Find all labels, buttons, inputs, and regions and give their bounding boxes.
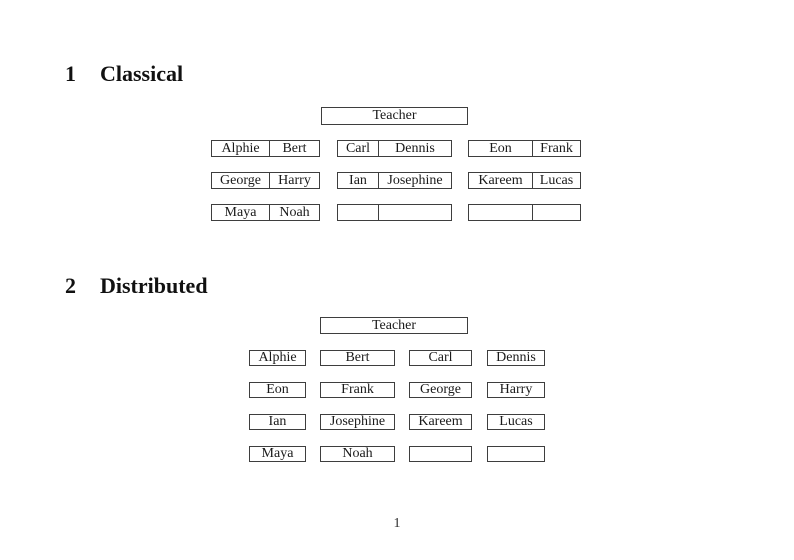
desk-cell: Kareem (478, 172, 523, 188)
desk-cell: Lucas (532, 173, 580, 188)
section-heading-distributed: 2 Distributed (65, 274, 208, 298)
classical-desk-r3-g2 (337, 204, 452, 221)
section-title: Classical (100, 61, 184, 86)
distributed-desk-r2-c3: George (409, 382, 472, 398)
desk-cell: Dennis (378, 141, 451, 156)
distributed-desk-r3-c4: Lucas (487, 414, 545, 430)
distributed-desk-r2-c4: Harry (487, 382, 545, 398)
desk-cell: Alphie (221, 140, 260, 156)
distributed-desk-r1-c3: Carl (409, 350, 472, 366)
desk-cell: Alphie (258, 350, 297, 365)
desk-cell: Harry (269, 173, 319, 188)
desk-cell (532, 205, 580, 220)
distributed-desk-r1-c2: Bert (320, 350, 395, 366)
distributed-desk-r2-c2: Frank (320, 382, 395, 398)
desk-cell: Frank (341, 382, 374, 397)
distributed-desk-r2-c1: Eon (249, 382, 306, 398)
page-number: 1 (393, 516, 401, 531)
distributed-desk-r3-c1: Ian (249, 414, 306, 430)
desk-cell: Harry (499, 382, 533, 397)
distributed-teacher-box: Teacher (320, 317, 468, 334)
distributed-desk-r1-c4: Dennis (487, 350, 545, 366)
distributed-desk-r3-c2: Josephine (320, 414, 395, 430)
distributed-desk-r4-c2: Noah (320, 446, 395, 462)
desk-cell: Ian (268, 414, 287, 429)
section-heading-classical: 1 Classical (65, 62, 183, 86)
classical-desk-r1-g1: Alphie Bert (211, 140, 320, 157)
classical-desk-r1-g2: Carl Dennis (337, 140, 452, 157)
section-number: 1 (65, 61, 76, 86)
desk-cell: Noah (342, 446, 373, 461)
classical-desk-r2-g3: Kareem Lucas (468, 172, 581, 189)
desk-cell (469, 205, 532, 220)
desk-cell: Eon (489, 140, 512, 156)
desk-cell: Lucas (499, 414, 533, 429)
desk-cell: George (220, 172, 261, 188)
distributed-desk-r4-c4 (487, 446, 545, 462)
distributed-desk-r4-c3 (409, 446, 472, 462)
desk-cell: George (420, 382, 461, 397)
desk-cell: Eon (266, 382, 289, 397)
desk-cell: Bert (345, 350, 370, 365)
distributed-desk-r3-c3: Kareem (409, 414, 472, 430)
teacher-label: Teacher (371, 317, 417, 333)
classical-teacher-box: Teacher (321, 107, 468, 125)
desk-cell (378, 205, 451, 220)
section-title: Distributed (100, 273, 208, 298)
desk-cell: Ian (349, 172, 367, 188)
desk-cell: Kareem (418, 414, 463, 429)
distributed-desk-r1-c1: Alphie (249, 350, 306, 366)
teacher-label: Teacher (372, 108, 417, 123)
desk-cell: Dennis (496, 350, 536, 365)
classical-desk-r2-g2: Ian Josephine (337, 172, 452, 189)
desk-cell: Frank (532, 141, 580, 156)
desk-cell (338, 205, 378, 220)
desk-cell: Noah (269, 205, 319, 220)
desk-cell: Carl (345, 140, 371, 156)
classical-desk-r2-g1: George Harry (211, 172, 320, 189)
desk-cell: Carl (428, 350, 453, 365)
desk-cell: Josephine (329, 414, 386, 429)
classical-desk-r1-g3: Eon Frank (468, 140, 581, 157)
section-number: 2 (65, 273, 76, 298)
desk-cell: Josephine (378, 173, 451, 188)
classical-desk-r3-g3 (468, 204, 581, 221)
distributed-desk-r4-c1: Maya (249, 446, 306, 462)
desk-cell: Maya (261, 446, 294, 461)
classical-desk-r3-g1: Maya Noah (211, 204, 320, 221)
desk-cell: Bert (269, 141, 319, 156)
desk-cell: Maya (224, 204, 257, 220)
